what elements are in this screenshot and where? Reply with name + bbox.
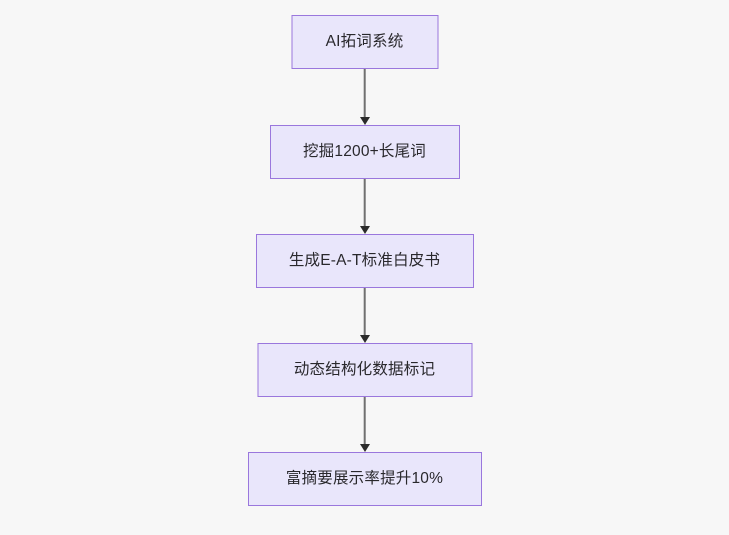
flow-node-n5[interactable]: 富摘要展示率提升10%	[247, 452, 482, 506]
flow-node-label: 生成E-A-T标准白皮书	[288, 252, 441, 270]
flow-node-label: 挖掘1200+长尾词	[302, 143, 427, 161]
arrowhead-down-icon	[359, 444, 370, 452]
edge-line	[363, 69, 366, 119]
flow-node-n1[interactable]: AI拓词系统	[291, 15, 438, 69]
flow-node-n2[interactable]: 挖掘1200+长尾词	[269, 125, 460, 179]
flow-node-n4[interactable]: 动态结构化数据标记	[257, 343, 472, 397]
flow-edge-n3-to-n4	[359, 288, 371, 343]
arrowhead-down-icon	[359, 117, 370, 125]
edge-line	[363, 288, 366, 337]
arrowhead-down-icon	[359, 335, 370, 343]
edge-line	[363, 397, 366, 446]
flow-edge-n4-to-n5	[359, 397, 371, 452]
edge-line	[363, 179, 366, 228]
flow-edge-n1-to-n2	[359, 69, 371, 125]
arrowhead-down-icon	[359, 226, 370, 234]
flow-node-label: 富摘要展示率提升10%	[285, 470, 444, 488]
flow-edge-n2-to-n3	[359, 179, 371, 234]
flow-node-label: AI拓词系统	[325, 33, 404, 51]
flow-node-n3[interactable]: 生成E-A-T标准白皮书	[255, 234, 474, 288]
flow-node-label: 动态结构化数据标记	[293, 361, 436, 379]
